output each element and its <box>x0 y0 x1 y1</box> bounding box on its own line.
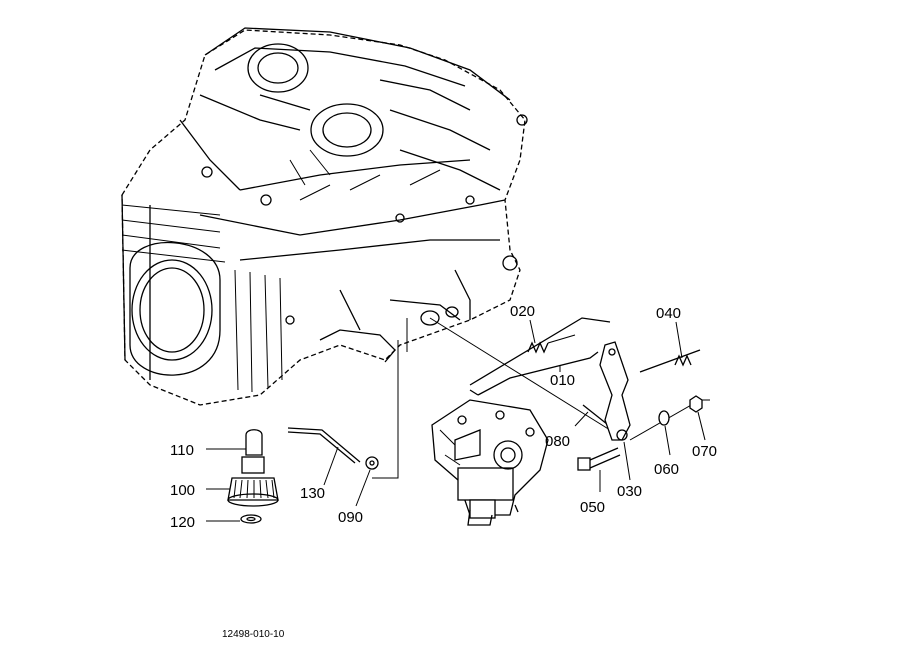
governor-rod <box>477 351 599 396</box>
governor-gear <box>227 456 279 507</box>
throttle-rod <box>287 427 361 463</box>
washer-090-icon <box>365 456 379 470</box>
label-040: 040 <box>656 305 681 322</box>
label-120: 120 <box>170 514 195 531</box>
label-060: 060 <box>654 461 679 478</box>
label-080: 080 <box>545 433 570 450</box>
governor-cap <box>245 429 263 456</box>
gear-washer-icon <box>240 514 262 524</box>
label-030: 030 <box>617 483 642 500</box>
washer-icon <box>658 410 670 426</box>
crankcase-block <box>121 27 528 406</box>
leader-line <box>429 317 611 431</box>
label-130: 130 <box>300 485 325 502</box>
label-110: 110 <box>170 442 194 459</box>
figure-id: 12498-010-10 <box>222 629 285 640</box>
governor-spring <box>527 334 576 354</box>
label-090: 090 <box>338 509 363 526</box>
clamp-bolt <box>577 447 621 471</box>
label-020: 020 <box>510 303 535 320</box>
label-070: 070 <box>692 443 717 460</box>
label-100: 100 <box>170 482 195 499</box>
return-spring <box>639 349 701 373</box>
governor-arm <box>599 341 631 441</box>
carburetor <box>431 399 549 526</box>
leader-line <box>372 340 399 479</box>
label-010: 010 <box>550 372 575 389</box>
label-050: 050 <box>580 499 605 516</box>
nut-icon <box>689 395 703 413</box>
